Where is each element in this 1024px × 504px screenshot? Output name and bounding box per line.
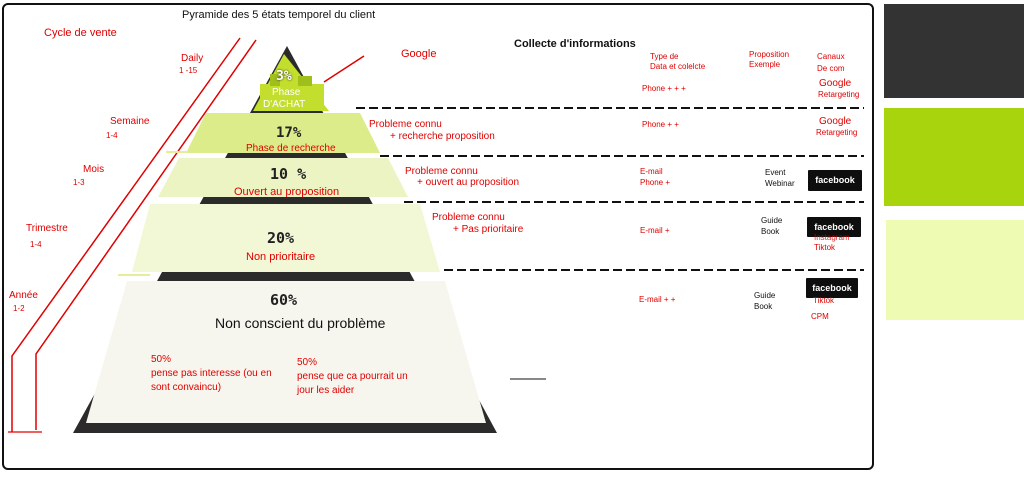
channel-instagram: Instagram: [814, 233, 850, 242]
desc-1-line-2: + recherche proposition: [390, 131, 495, 142]
proposition-2: Webinar: [765, 179, 795, 188]
cycle-trimestre: Trimestre: [26, 223, 68, 234]
split-left-text-2: sont convaincu): [151, 382, 221, 393]
proposition-3: Guide: [761, 216, 782, 225]
header-type-data-2: Data et colelcte: [650, 62, 705, 71]
level-2-pct: 17%: [276, 125, 301, 141]
cycle-semaine-range: 1-4: [106, 131, 118, 140]
level-2-name: Phase de recherche: [246, 143, 336, 154]
google-label: Google: [401, 48, 436, 60]
google-pointer: [324, 56, 364, 82]
cycle-daily: Daily: [181, 53, 203, 64]
level-5-pct: 60%: [270, 291, 297, 309]
diagram-title: Pyramide des 5 états temporel du client: [182, 9, 375, 21]
data-type-3: E-mail: [640, 167, 663, 176]
split-left-text-1: pense pas interesse (ou en: [151, 368, 272, 379]
cycle-daily-range: 1 -15: [179, 66, 197, 75]
cycle-mois-range: 1-3: [73, 178, 85, 187]
header-canaux-2: De com: [817, 64, 845, 73]
desc-1-line-1: Probleme connu: [369, 119, 442, 130]
level-3-name: Ouvert au proposition: [234, 186, 339, 198]
split-right-text-1: pense que ca pourrait un: [297, 371, 408, 382]
cycle-annee: Année: [9, 290, 38, 301]
desc-3-line-2: + Pas prioritaire: [453, 224, 523, 235]
header-type-data: Type de: [650, 52, 678, 61]
proposition-5: Guide: [754, 291, 775, 300]
desc-2-line-1: Probleme connu: [405, 166, 478, 177]
channel-retargeting-1: Retargeting: [818, 90, 859, 99]
header-canaux: Canaux: [817, 52, 845, 61]
data-type-6: E-mail + +: [639, 295, 675, 304]
level-1-pct: 3%: [276, 69, 292, 84]
proposition-6: Book: [754, 302, 772, 311]
data-type-4: Phone +: [640, 178, 670, 187]
cycle-semaine: Semaine: [110, 116, 149, 127]
channel-retargeting-2: Retargeting: [816, 128, 857, 137]
cycle-mois: Mois: [83, 164, 104, 175]
data-type-1: Phone + + +: [642, 84, 686, 93]
level-1-name-2: D'ACHAT: [263, 99, 305, 110]
collecte-heading: Collecte d'informations: [514, 38, 636, 50]
header-proposition: Proposition: [749, 50, 789, 59]
split-right-text-2: jour les aider: [297, 385, 354, 396]
channel-cpm: CPM: [811, 312, 829, 321]
data-type-2: Phone + +: [642, 120, 679, 129]
data-type-5: E-mail +: [640, 226, 670, 235]
cycle-label: Cycle de vente: [44, 27, 117, 39]
level-4-name: Non prioritaire: [246, 251, 315, 263]
facebook-logo-3: facebook: [806, 278, 858, 298]
desc-2-line-2: + ouvert au proposition: [417, 177, 519, 188]
split-right-pct: 50%: [297, 357, 317, 368]
level-5-name: Non conscient du problème: [215, 315, 385, 331]
channel-google-2: Google: [819, 116, 851, 127]
proposition-4: Book: [761, 227, 779, 236]
cycle-trimestre-range: 1-4: [30, 240, 42, 249]
channel-tiktok-2: Tiktok: [813, 296, 834, 305]
proposition-1: Event: [765, 168, 785, 177]
split-left-pct: 50%: [151, 354, 171, 365]
channel-google-1: Google: [819, 78, 851, 89]
desc-3-line-1: Probleme connu: [432, 212, 505, 223]
cycle-annee-range: 1-2: [13, 304, 25, 313]
level-1-name: Phase: [272, 87, 300, 98]
level-4-pct: 20%: [267, 229, 294, 247]
facebook-logo-1: facebook: [808, 170, 862, 191]
channel-tiktok-1: Tiktok: [814, 243, 835, 252]
header-proposition-2: Exemple: [749, 60, 780, 69]
level-3-pct: 10 %: [270, 165, 306, 183]
